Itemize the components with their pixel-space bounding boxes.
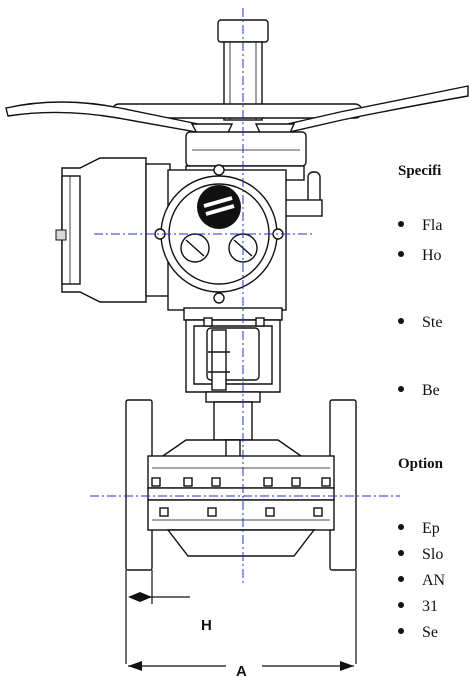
bullet-dot (398, 602, 404, 609)
bullet-dot (398, 524, 404, 531)
bullet-dot (398, 386, 404, 393)
option-bullet-2: Slo (398, 546, 443, 564)
specifications-heading: Specifi (398, 163, 442, 179)
dimension-a-label: A (236, 663, 247, 677)
bullet-dot (398, 550, 404, 557)
bonnet (157, 401, 307, 463)
bullet-dot (398, 628, 404, 635)
spec-bullet-text: Be (422, 382, 440, 399)
spec-panel: Specifi Fla Ho Ste Be Option Ep Slo AN 3… (398, 0, 469, 677)
spec-bullet-text: Ste (422, 314, 443, 331)
spec-bullet-stem: Ste (398, 314, 442, 332)
dimension-h-label: H (201, 617, 212, 634)
side-lever (281, 171, 323, 217)
option-bullet-5: Se (398, 624, 438, 642)
yoke (183, 307, 283, 403)
spec-bullet-flange: Fla (398, 217, 442, 235)
dimension-a (128, 658, 354, 677)
spec-bullet-text: Fla (422, 217, 443, 234)
option-bullet-4: 31 (398, 598, 438, 616)
option-bullet-3: AN (398, 572, 445, 590)
conduit-box (55, 157, 171, 303)
spec-bullet-bearing: Be (398, 382, 440, 400)
valve-body (125, 399, 357, 571)
dimension-h (125, 570, 357, 664)
centerlines (90, 8, 400, 584)
spec-bullet-text: Ho (422, 247, 442, 264)
option-bullet-text: 31 (422, 598, 438, 615)
option-bullet-1: Ep (398, 520, 440, 538)
bullet-dot (398, 576, 404, 583)
actuator-body (154, 164, 287, 311)
option-bullet-text: Slo (422, 546, 444, 563)
bullet-dot (398, 251, 404, 258)
option-bullet-text: Ep (422, 520, 440, 537)
bullet-dot (398, 318, 404, 325)
valve-stem (208, 329, 230, 391)
spec-bullet-housing: Ho (398, 247, 442, 265)
bullet-dot (398, 221, 404, 228)
option-bullet-text: AN (422, 572, 446, 589)
options-heading: Option (398, 456, 444, 472)
option-bullet-text: Se (422, 624, 438, 641)
